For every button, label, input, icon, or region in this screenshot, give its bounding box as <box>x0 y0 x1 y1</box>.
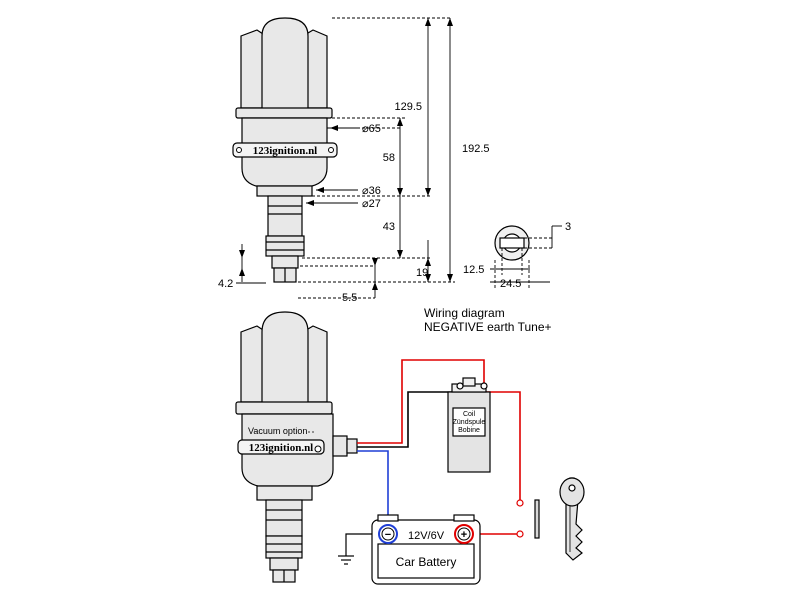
cap-rim <box>235 107 333 119</box>
shaft-end-view <box>490 225 562 288</box>
brand-label-bottom: 123ignition.nl <box>249 442 314 454</box>
dim-end-slot: 3 <box>565 221 571 233</box>
coil-label-2: Zündspule <box>453 419 486 426</box>
brand-plate-bottom: 123ignition.nl <box>237 439 325 455</box>
dim-end-inner: 12.5 <box>463 264 484 276</box>
brand-label-top: 123ignition.nl <box>253 145 318 157</box>
ignition-coil <box>447 377 491 473</box>
shaft-bottom <box>265 499 303 537</box>
dim-height-head: 129.5 <box>394 101 422 113</box>
battery-label: Car Battery <box>396 555 457 569</box>
connector <box>332 435 348 457</box>
brand-plate-top: 123ignition.nl <box>232 142 338 158</box>
battery-minus-sign: − <box>385 529 391 541</box>
coil-label-3: Bobine <box>458 427 480 434</box>
dim-dia-body: ⌀65 <box>362 123 381 135</box>
vacuum-port <box>314 445 322 453</box>
vacuum-option-label: Vacuum option <box>248 426 307 436</box>
ground-icon <box>338 555 354 565</box>
dim-height-total: 192.5 <box>462 143 490 155</box>
dimension-lines <box>236 17 455 299</box>
dim-dia-shank: ⌀36 <box>362 185 381 197</box>
battery-voltage: 12V/6V <box>408 530 445 542</box>
coil-label-1: Coil <box>463 411 476 418</box>
dim-body-height: 58 <box>383 152 395 164</box>
dim-shaft-length: 43 <box>383 221 395 233</box>
battery-negative-terminal: − <box>378 524 398 544</box>
wiring-subtitle: NEGATIVE earth Tune+ <box>424 320 552 334</box>
shank-bottom <box>256 485 313 501</box>
wiring-title: Wiring diagram <box>424 306 505 320</box>
battery-positive-terminal: + <box>454 524 474 544</box>
car-battery <box>371 514 481 585</box>
cap-tower-center-bottom <box>261 311 309 405</box>
cap-rim-bottom <box>235 401 333 415</box>
ignition-key-icon <box>559 477 585 561</box>
wire-ground <box>345 533 376 556</box>
oring-section <box>265 235 305 257</box>
wire-red-coil-switch <box>486 391 521 500</box>
cap-tower-center <box>261 17 309 111</box>
drive-tip <box>271 255 299 269</box>
wire-red-distributor <box>357 359 485 444</box>
oring-bottom <box>265 535 303 559</box>
drive-tip-bottom <box>269 557 299 571</box>
dim-tip-length: 19 <box>416 267 428 279</box>
dim-end-outer: 24.5 <box>500 278 521 290</box>
shaft <box>267 195 303 237</box>
ignition-switch <box>516 499 540 539</box>
dim-offset-left: 4.2 <box>218 278 233 290</box>
shank <box>256 185 313 197</box>
dim-dia-shaft: ⌀27 <box>362 198 381 210</box>
dimension-arrows <box>239 18 453 290</box>
wire-black-distributor <box>357 384 461 448</box>
battery-plus-sign: + <box>461 529 467 541</box>
dim-offset-bottom: 5.5 <box>342 292 357 304</box>
wire-blue-battery <box>357 450 389 524</box>
